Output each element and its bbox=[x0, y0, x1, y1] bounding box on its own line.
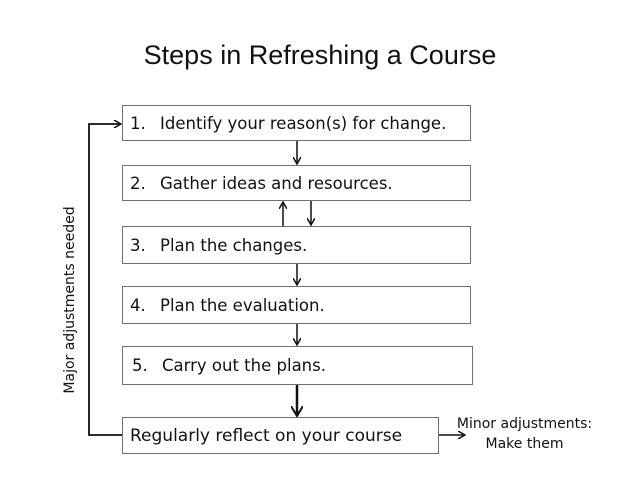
step-1-box: 1. Identify your reason(s) for change. bbox=[122, 105, 471, 141]
step-4-number: 4. bbox=[130, 295, 146, 315]
step-4-box: 4. Plan the evaluation. bbox=[122, 286, 471, 324]
step-1-label: Identify your reason(s) for change. bbox=[160, 113, 447, 133]
diagram-title: Steps in Refreshing a Course bbox=[143, 40, 497, 70]
step-5-box: 5. Carry out the plans. bbox=[122, 346, 473, 385]
step-2-box: 2. Gather ideas and resources. bbox=[122, 165, 471, 201]
minor-adjustments-label: Minor adjustments: Make them bbox=[452, 414, 597, 454]
arrow-major-loop bbox=[88, 124, 124, 436]
minor-adjustments-line1: Minor adjustments: bbox=[456, 416, 593, 432]
step-3-number: 3. bbox=[130, 235, 146, 255]
step-4-label: Plan the evaluation. bbox=[160, 295, 325, 315]
step-2-label: Gather ideas and resources. bbox=[160, 173, 393, 193]
reflect-label: Regularly reflect on your course bbox=[130, 425, 403, 446]
step-5-label: Carry out the plans. bbox=[162, 356, 326, 375]
step-3-box: 3. Plan the changes. bbox=[122, 226, 471, 264]
step-5-number: 5. bbox=[132, 356, 148, 375]
step-1-number: 1. bbox=[130, 113, 146, 133]
minor-adjustments-line2: Make them bbox=[485, 436, 564, 452]
step-2-number: 2. bbox=[130, 173, 146, 193]
major-adjustments-label: Major adjustments needed bbox=[62, 206, 78, 394]
step-3-label: Plan the changes. bbox=[160, 235, 308, 255]
reflect-box: Regularly reflect on your course bbox=[122, 417, 439, 454]
